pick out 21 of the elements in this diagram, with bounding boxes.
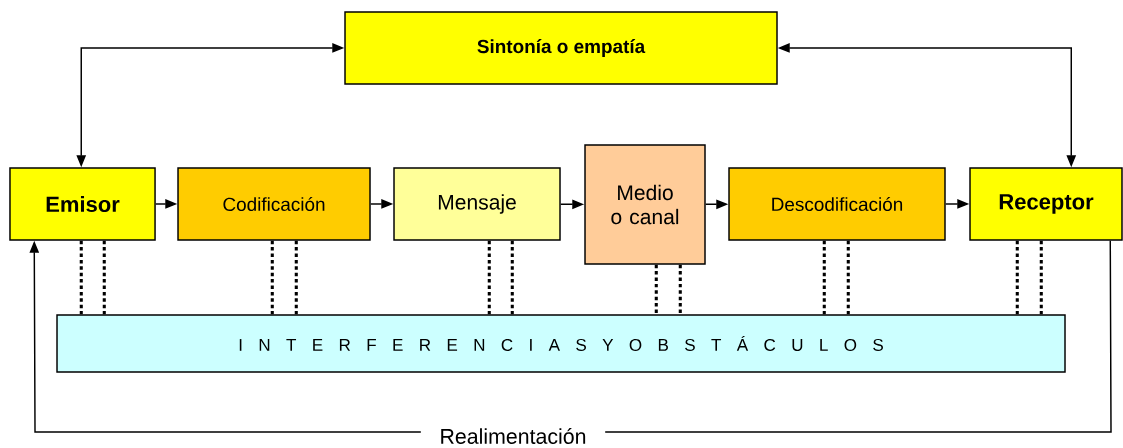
dotted-line [487, 240, 491, 315]
dotted-line [678, 264, 682, 315]
dotted-line [510, 240, 514, 315]
dotted-line [846, 240, 850, 315]
process-box: Codificación [177, 167, 371, 241]
dotted-line [822, 240, 826, 315]
dotted-line [654, 264, 658, 315]
process-box: Receptor [969, 167, 1123, 241]
edge-label: Realimentación [420, 426, 606, 446]
process-box: Medio o canal [584, 144, 706, 265]
process-box: Mensaje [393, 167, 561, 241]
dotted-line [294, 240, 298, 315]
interference-band: I N T E R F E R E N C I A S Y O B S T Á C U L O S [56, 314, 1066, 373]
dotted-line [1039, 240, 1043, 315]
dotted-line [1015, 240, 1019, 315]
dotted-line [270, 240, 274, 315]
dotted-line [102, 240, 106, 315]
process-box: Descodificación [728, 167, 946, 241]
process-box: Emisor [9, 167, 156, 241]
dotted-line [79, 240, 83, 315]
empathy-box: Sintonía o empatía [344, 11, 778, 85]
